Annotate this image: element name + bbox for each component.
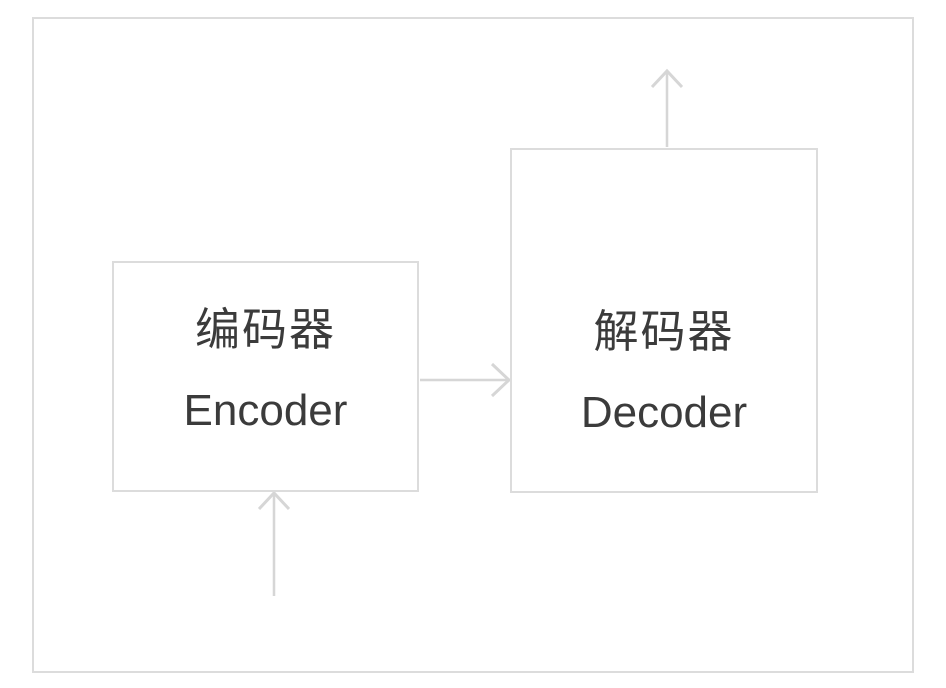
encoder-labels: 编码器 Encoder (114, 306, 417, 435)
encoder-box: 编码器 Encoder (112, 261, 419, 492)
encoder-label-zh: 编码器 (194, 304, 336, 355)
decoder-output-arrow (650, 68, 684, 147)
decoder-label-zh: 解码器 (593, 306, 735, 357)
decoder-box: 解码器 Decoder (510, 148, 818, 493)
encoder-to-decoder-arrow (420, 362, 512, 398)
decoder-label-en: Decoder (580, 388, 748, 437)
encoder-label-en: Encoder (183, 386, 348, 435)
encoder-input-arrow (257, 490, 291, 596)
decoder-labels: 解码器 Decoder (512, 308, 816, 437)
